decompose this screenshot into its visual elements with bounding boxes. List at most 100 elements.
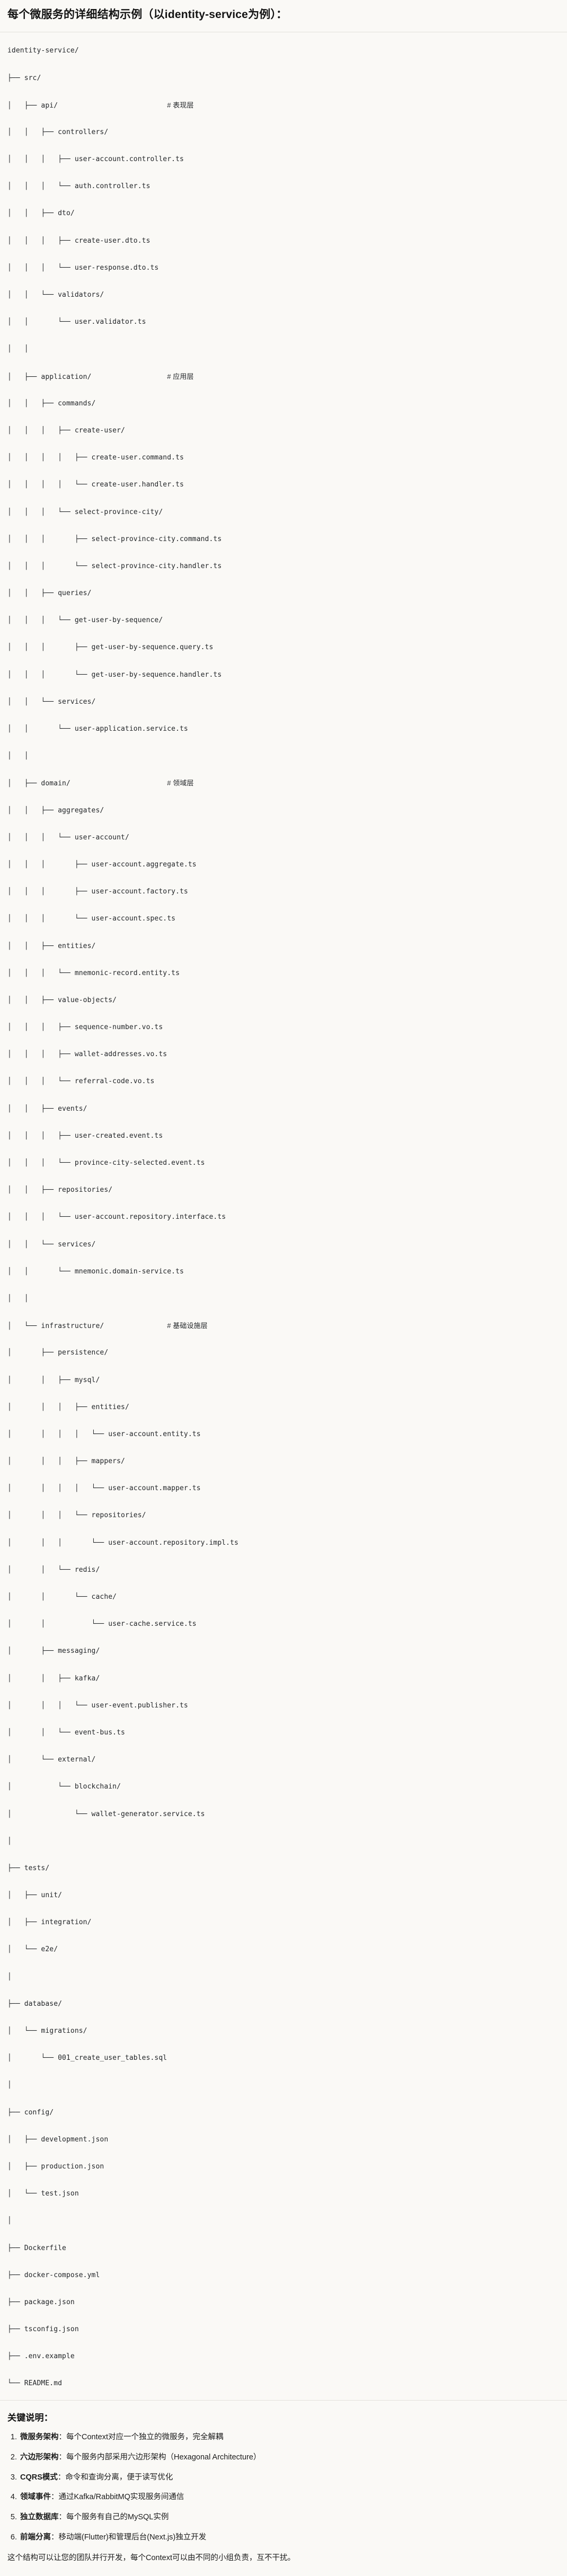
tree-row: │ └── test.json	[7, 2190, 79, 2198]
tree-row: │ └── 001_create_user_tables.sql	[7, 2054, 167, 2062]
tree-row: │ ├── production.json	[7, 2162, 104, 2171]
tree-row: ├── tests/	[7, 1864, 50, 1872]
tree-row: ├── package.json	[7, 2298, 75, 2306]
tree-row: │ │ │ └── get-user-by-sequence.handler.t…	[7, 670, 222, 679]
key-notes-section: 关键说明： 微服务架构：每个Context对应一个独立的微服务，完全解耦六边形架…	[0, 2400, 567, 2570]
tree-row: │ │ │ ├── create-user.dto.ts	[7, 236, 150, 245]
tree-row: │ │ └── cache/	[7, 1593, 117, 1601]
tree-row: │ │ ├── queries/	[7, 589, 92, 598]
tree-row: │ │ └── validators/	[7, 291, 104, 299]
tree-row: │ └── wallet-generator.service.ts	[7, 1810, 205, 1818]
key-note-description: 命令和查询分离，便于读写优化	[65, 2473, 173, 2482]
tree-row: │ │ │ ├── user-created.event.ts	[7, 1131, 163, 1140]
tree-row: │ │ ├── kafka/	[7, 1674, 100, 1683]
tree-layer-comment: # 表现层	[167, 101, 194, 109]
tree-row-path: │ └── infrastructure/	[7, 1322, 167, 1331]
tree-row: │ │ ├── commands/	[7, 399, 96, 408]
tree-row: │	[7, 1972, 12, 1981]
tree-row: │ │ └── services/	[7, 697, 96, 706]
tree-row: │ │ │ └── user-account.repository.interf…	[7, 1213, 226, 1221]
key-note-description: 每个Context对应一个独立的微服务，完全解耦	[66, 2433, 224, 2442]
tree-row: │	[7, 1837, 12, 1845]
tree-row: │ │ │ │ ├── create-user.command.ts	[7, 454, 184, 462]
tree-row: │ │ │ ├── user-account.aggregate.ts	[7, 860, 197, 869]
tree-row: │ │ │ │ └── user-account.mapper.ts	[7, 1484, 201, 1493]
tree-row: identity-service/	[7, 47, 79, 55]
tree-row: │ │ │ ├── create-user/	[7, 426, 125, 435]
key-note-separator: ：	[51, 2533, 59, 2542]
tree-row: │ ├── application/ # 应用层	[7, 370, 560, 384]
tree-row: │ ├── domain/ # 领域层	[7, 776, 560, 790]
tree-row: │ ├── api/ # 表现层	[7, 99, 560, 112]
tree-row: │ │ ├── entities/	[7, 942, 96, 950]
tree-row: ├── Dockerfile	[7, 2244, 66, 2252]
page-title: 每个微服务的详细结构示例（以identity-service为例）：	[7, 8, 288, 21]
tree-row: │ │ ├── mysql/	[7, 1376, 100, 1384]
tree-row: │ │ │ │ └── create-user.handler.ts	[7, 481, 184, 489]
key-note-item: 领域事件：通过Kafka/RabbitMQ实现服务间通信	[19, 2492, 560, 2503]
tree-row: │ │ │ ├── get-user-by-sequence.query.ts	[7, 643, 214, 652]
tree-row-path: │ ├── domain/	[7, 780, 167, 788]
key-note-separator: ：	[58, 2453, 67, 2462]
tree-row: │ │ ├── aggregates/	[7, 806, 104, 815]
tree-row: │ │ │ └── auth.controller.ts	[7, 182, 150, 191]
key-note-item: 独立数据库：每个服务有自己的MySQL实例	[19, 2512, 560, 2524]
tree-row: └── README.md	[7, 2379, 63, 2388]
tree-row: │ │ └── mnemonic.domain-service.ts	[7, 1267, 184, 1276]
tree-layer-comment: # 基础设施层	[167, 1322, 208, 1330]
tree-row: ├── src/	[7, 74, 41, 82]
key-note-description: 通过Kafka/RabbitMQ实现服务间通信	[58, 2493, 184, 2502]
tree-row: │ │ │ │ └── user-account.entity.ts	[7, 1430, 201, 1438]
key-notes-list: 微服务架构：每个Context对应一个独立的微服务，完全解耦六边形架构：每个服务…	[7, 2432, 560, 2544]
tree-row: │	[7, 2081, 12, 2090]
tree-row: │ │ ├── repositories/	[7, 1186, 113, 1194]
closing-statement: 这个结构可以让您的团队并行开发，每个Context可以由不同的小组负责，互不干扰…	[7, 2553, 295, 2562]
tree-row: │ │ │ ├── select-province-city.command.t…	[7, 535, 222, 543]
tree-row: │ │ │ ├── entities/	[7, 1403, 129, 1411]
key-note-description: 每个服务内部采用六边形架构（Hexagonal Architecture）	[66, 2453, 261, 2462]
key-note-term: 领域事件	[20, 2493, 51, 2502]
tree-row: │ │ │ └── repositories/	[7, 1511, 146, 1520]
tree-row: │ │ └── event-bus.ts	[7, 1728, 125, 1737]
tree-row: │ │ │ ├── user-account.controller.ts	[7, 155, 184, 164]
tree-row: │ │ ├── dto/	[7, 209, 75, 218]
tree-row: │ ├── unit/	[7, 1891, 63, 1900]
tree-row: │ │	[7, 345, 29, 353]
title-section: 每个微服务的详细结构示例（以identity-service为例）：	[0, 0, 567, 33]
tree-row-path: │ ├── application/	[7, 373, 167, 381]
tree-row-path: │ ├── api/	[7, 101, 167, 110]
tree-row: │ │ ├── value-objects/	[7, 996, 117, 1004]
tree-row: │ │ └── user-application.service.ts	[7, 725, 188, 733]
key-note-item: 微服务架构：每个Context对应一个独立的微服务，完全解耦	[19, 2432, 560, 2444]
tree-row: ├── docker-compose.yml	[7, 2271, 100, 2279]
tree-row: ├── database/	[7, 1999, 63, 2008]
tree-row: │ ├── integration/	[7, 1918, 92, 1927]
tree-row: │ ├── messaging/	[7, 1647, 100, 1656]
tree-row: │ ├── persistence/	[7, 1349, 109, 1357]
key-note-item: 六边形架构：每个服务内部采用六边形架构（Hexagonal Architectu…	[19, 2452, 560, 2464]
tree-row: │ │ │ ├── mappers/	[7, 1457, 125, 1466]
key-note-separator: ：	[58, 2433, 67, 2442]
tree-row: │ │ │ └── user-event.publisher.ts	[7, 1701, 188, 1710]
key-note-description: 每个服务有自己的MySQL实例	[66, 2513, 169, 2522]
tree-row: │ │ ├── controllers/	[7, 128, 109, 136]
tree-row: │ │	[7, 1294, 29, 1303]
tree-row: │ │ │ └── user-account.spec.ts	[7, 915, 176, 923]
tree-row: ├── tsconfig.json	[7, 2325, 79, 2334]
tree-row: │ │ │ └── select-province-city.handler.t…	[7, 562, 222, 570]
tree-row: │ └── e2e/	[7, 1945, 58, 1954]
key-note-separator: ：	[57, 2473, 66, 2482]
tree-row: │ │ └── services/	[7, 1240, 96, 1249]
tree-row: │ │ ├── events/	[7, 1104, 87, 1113]
tree-row: │ │ │ └── user-account.repository.impl.t…	[7, 1538, 238, 1547]
tree-row: │ │ │ ├── sequence-number.vo.ts	[7, 1023, 163, 1032]
key-note-separator: ：	[58, 2513, 67, 2522]
tree-row: │ └── infrastructure/ # 基础设施层	[7, 1319, 560, 1333]
key-note-description: 移动端(Flutter)和管理后台(Next.js)独立开发	[58, 2533, 207, 2542]
tree-row: ├── .env.example	[7, 2352, 75, 2361]
key-note-separator: ：	[51, 2493, 59, 2502]
footer-spacer	[0, 2570, 567, 2576]
tree-row: │ │ └── user.validator.ts	[7, 318, 146, 326]
key-note-term: 独立数据库	[20, 2513, 59, 2522]
tree-row: │ └── migrations/	[7, 2027, 87, 2035]
